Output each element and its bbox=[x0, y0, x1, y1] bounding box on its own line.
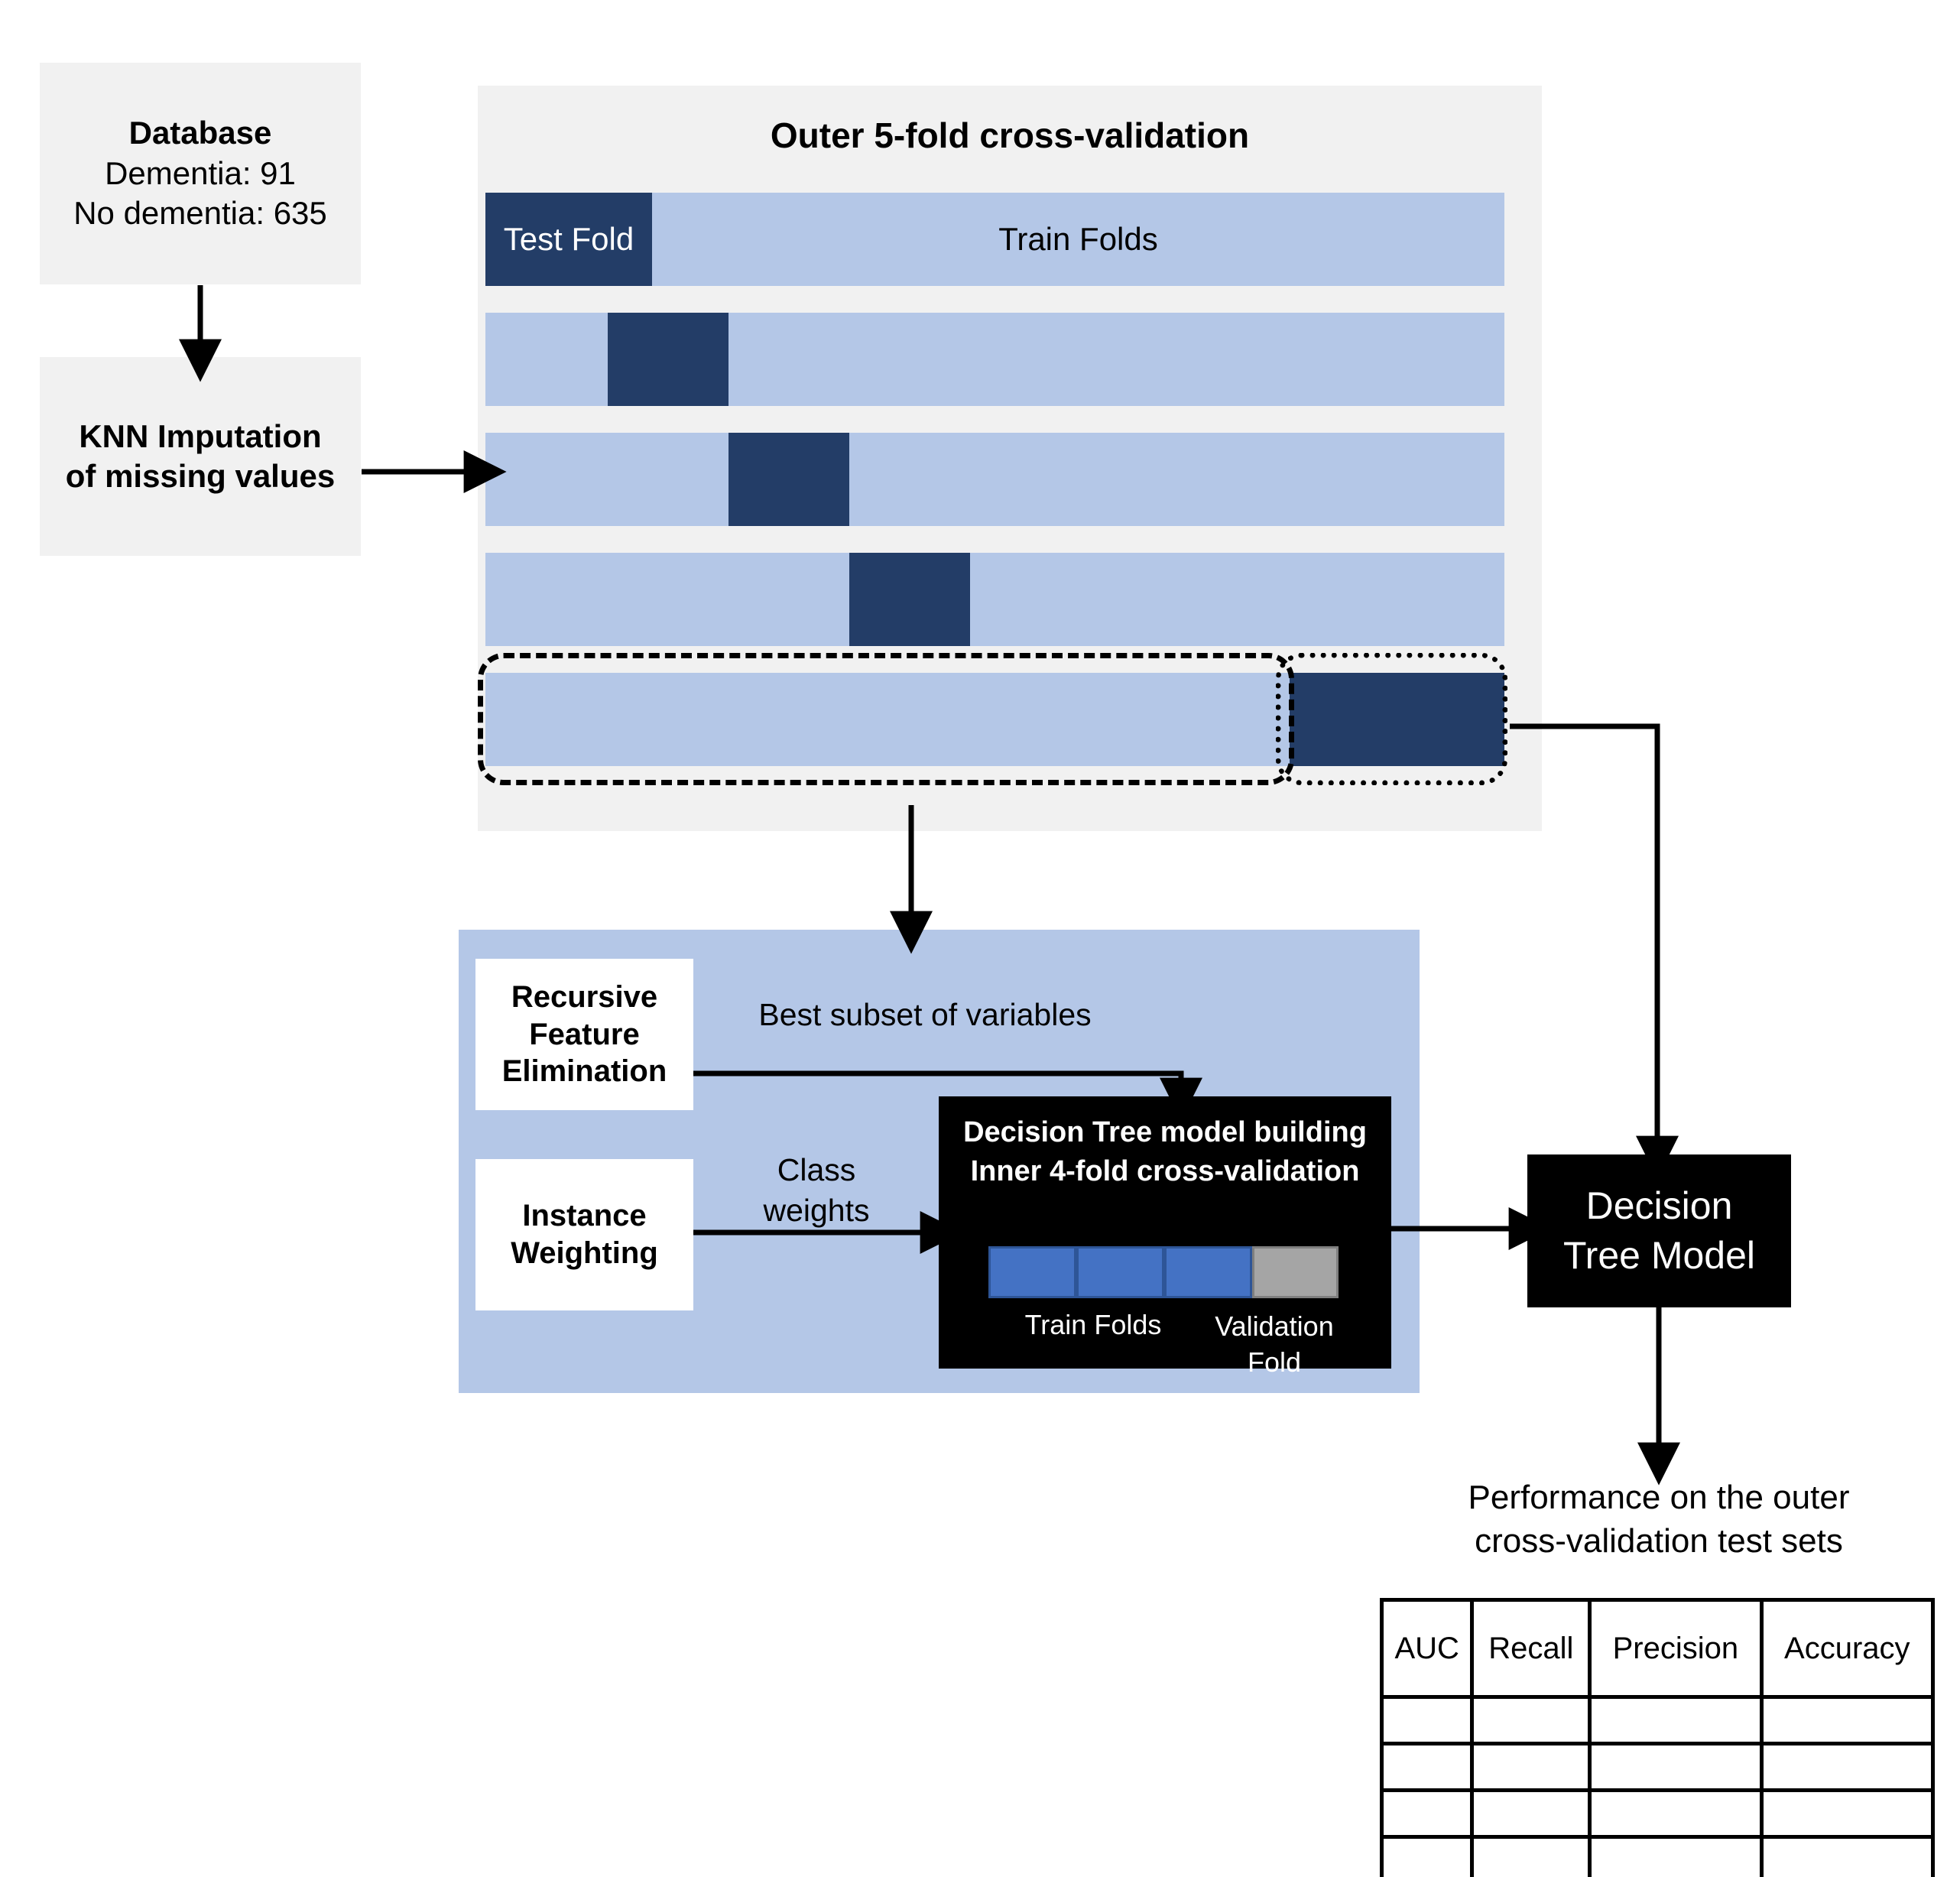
table-cell bbox=[1470, 1742, 1592, 1792]
instance-weighting-line-2: Weighting bbox=[511, 1236, 658, 1270]
outer-test-fold-block bbox=[608, 313, 729, 406]
table-cell bbox=[1379, 1742, 1475, 1792]
decision-tree-model-building-box: Decision Tree model building Inner 4-fol… bbox=[939, 1096, 1391, 1378]
decision-tree-model-line-1: Decision bbox=[1585, 1184, 1733, 1227]
class-weights-label: Class weights bbox=[702, 1150, 931, 1232]
table-cell bbox=[1759, 1835, 1936, 1877]
inner-fold-strip bbox=[988, 1246, 1339, 1298]
class-weights-label-line-2: weights bbox=[763, 1193, 870, 1229]
outer-fold-row bbox=[485, 433, 1504, 526]
table-cell bbox=[1470, 1695, 1592, 1745]
inner-train-folds-label: Train Folds bbox=[1024, 1309, 1162, 1340]
table-cell bbox=[1588, 1788, 1764, 1839]
table-cell bbox=[1470, 1788, 1592, 1839]
outer-cv-title: Outer 5-fold cross-validation bbox=[770, 115, 1250, 155]
table-cell bbox=[1588, 1695, 1764, 1745]
table-cell bbox=[1379, 1835, 1475, 1877]
table-cell bbox=[1379, 1788, 1475, 1839]
table-cell bbox=[1759, 1742, 1936, 1792]
inner-validation-fold-label-line-2: Fold bbox=[1247, 1346, 1302, 1378]
rfe-line-1: Recursive bbox=[511, 979, 658, 1014]
column-header: Recall bbox=[1470, 1598, 1592, 1699]
performance-caption-line-1: Performance on the outer bbox=[1468, 1479, 1850, 1516]
instance-weighting-box: Instance Weighting bbox=[475, 1159, 693, 1310]
class-weights-label-line-1: Class bbox=[777, 1152, 856, 1187]
rfe-line-2: Feature bbox=[529, 1017, 640, 1051]
inner-train-fold bbox=[1164, 1246, 1252, 1298]
model-building-title-line-2: Inner 4-fold cross-validation bbox=[970, 1155, 1360, 1188]
database-dementia-count: Dementia: 91 bbox=[105, 154, 296, 191]
inner-validation-fold-label: Validation Fold bbox=[1196, 1309, 1353, 1381]
knn-line-2: of missing values bbox=[65, 458, 336, 494]
inner-validation-fold bbox=[1252, 1246, 1339, 1298]
table-row bbox=[1379, 1835, 1936, 1877]
decision-tree-model-line-2: Tree Model bbox=[1562, 1234, 1756, 1277]
outer-fold-row bbox=[485, 553, 1504, 646]
decision-tree-model-box: Decision Tree Model bbox=[1527, 1154, 1791, 1307]
outer-test-fold-block bbox=[729, 433, 849, 526]
table-cell bbox=[1379, 1695, 1475, 1745]
database-no-dementia-count: No dementia: 635 bbox=[73, 195, 327, 232]
table-cell bbox=[1588, 1835, 1764, 1877]
table-cell bbox=[1470, 1835, 1592, 1877]
inner-cv-panel: Recursive Feature Elimination Instance W… bbox=[459, 930, 1420, 1393]
model-building-title-line-1: Decision Tree model building bbox=[963, 1116, 1367, 1148]
outer-fold-row-selected bbox=[485, 673, 1504, 766]
knn-line-1: KNN Imputation bbox=[79, 417, 322, 454]
rfe-line-3: Elimination bbox=[501, 1054, 667, 1089]
outer-fold-row bbox=[485, 313, 1504, 406]
table-row bbox=[1379, 1788, 1936, 1839]
performance-caption: Performance on the outer cross-validatio… bbox=[1380, 1476, 1938, 1563]
outer-fold-row: Test Fold Train Folds bbox=[485, 193, 1504, 286]
table-row bbox=[1379, 1695, 1936, 1745]
column-header: Precision bbox=[1588, 1598, 1764, 1699]
performance-caption-line-2: cross-validation test sets bbox=[1475, 1522, 1843, 1560]
table-cell bbox=[1759, 1695, 1936, 1745]
column-header: Accuracy bbox=[1759, 1598, 1936, 1699]
inner-validation-fold-label-line-1: Validation bbox=[1215, 1310, 1334, 1342]
instance-weighting-line-1: Instance bbox=[522, 1199, 647, 1233]
best-subset-label: Best subset of variables bbox=[758, 997, 1092, 1032]
train-folds-label: Train Folds bbox=[998, 221, 1158, 257]
outer-test-fold-block-selected bbox=[1290, 673, 1504, 766]
inner-train-fold bbox=[1076, 1246, 1164, 1298]
outer-cv-panel: Outer 5-fold cross-validation Test Fold … bbox=[478, 86, 1542, 831]
table-cell bbox=[1759, 1788, 1936, 1839]
table-cell bbox=[1588, 1742, 1764, 1792]
knn-imputation-box: KNN Imputation of missing values bbox=[40, 357, 361, 556]
recursive-feature-elimination-box: Recursive Feature Elimination bbox=[475, 959, 693, 1110]
test-fold-label: Test Fold bbox=[503, 221, 634, 257]
outer-test-fold-block bbox=[849, 553, 970, 646]
database-box: Database Dementia: 91 No dementia: 635 bbox=[40, 63, 361, 284]
inner-train-fold bbox=[988, 1246, 1076, 1298]
outer-test-fold-block bbox=[485, 193, 652, 286]
table-row bbox=[1379, 1742, 1936, 1792]
database-title: Database bbox=[128, 115, 272, 151]
column-header: AUC bbox=[1379, 1598, 1475, 1699]
